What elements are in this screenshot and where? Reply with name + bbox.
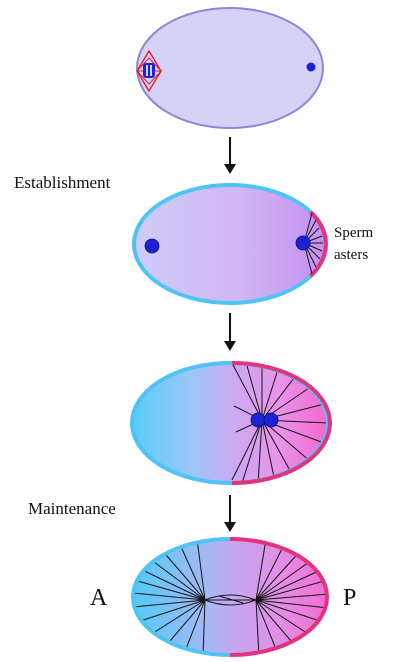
establishment-label: Establishment	[14, 173, 111, 192]
anterior-label: A	[90, 585, 108, 611]
sperm-pronucleus-1	[307, 63, 316, 72]
sperm-label-line2: asters	[334, 247, 368, 263]
pronucleus-a-3	[251, 413, 265, 427]
embryo-stage-3	[132, 362, 330, 484]
embryo-1-body	[137, 8, 323, 128]
arrow-3	[224, 495, 236, 532]
paternal-pronucleus-2	[296, 236, 310, 250]
arrow-1	[224, 137, 236, 174]
posterior-label: P	[343, 585, 356, 611]
sperm-label-line1: Sperm	[334, 225, 373, 241]
maternal-pronucleus-2	[145, 239, 159, 253]
maintenance-label: Maintenance	[28, 499, 116, 518]
embryo-stage-4	[133, 539, 329, 656]
embryo-stage-1	[137, 8, 323, 128]
embryo-stage-2	[134, 185, 326, 303]
pronucleus-b-3	[264, 413, 278, 427]
arrow-2	[224, 313, 236, 351]
